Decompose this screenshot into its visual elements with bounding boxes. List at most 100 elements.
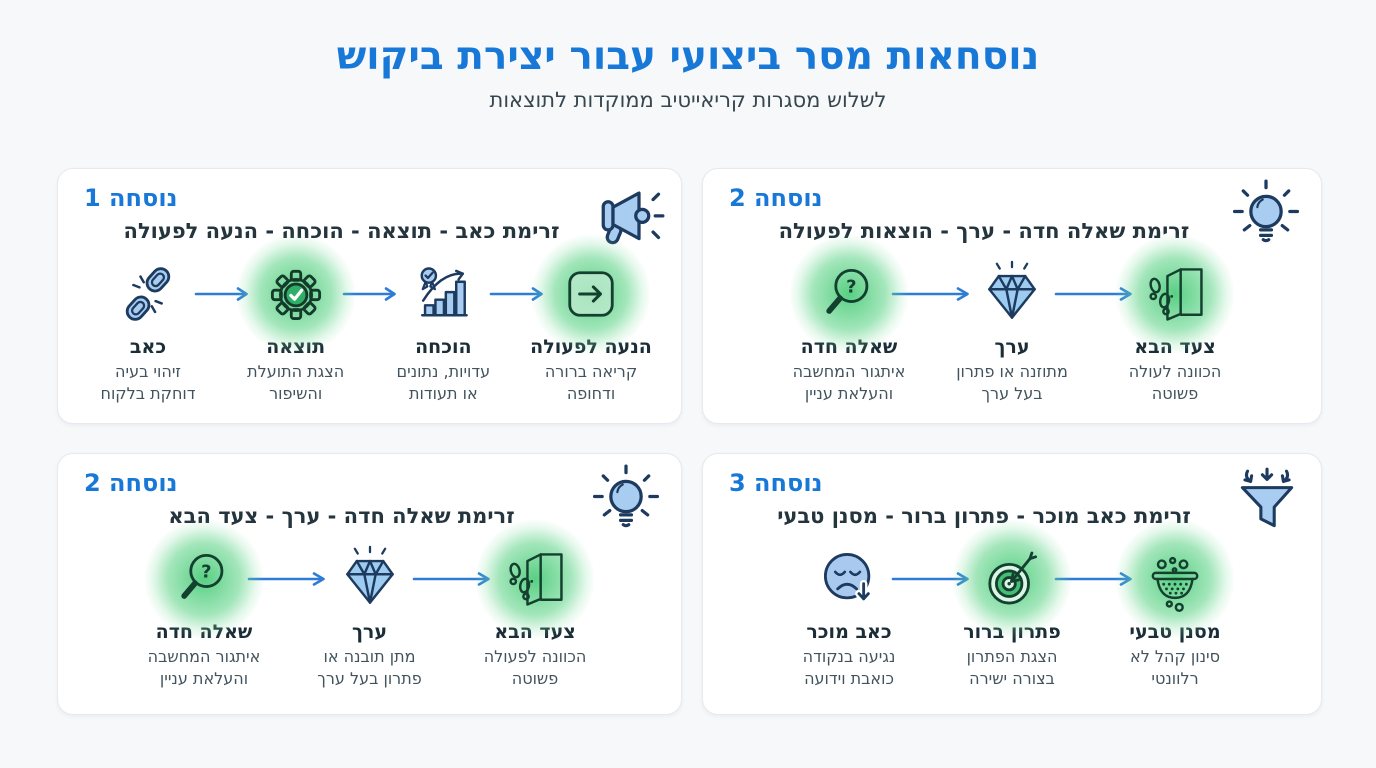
- step-desc: הכוונה לפעולה פשוטה: [484, 646, 587, 690]
- step-desc-line: הכוונה לפעולה: [483, 647, 587, 666]
- step-desc: מתן תובנה או פתרון בעל ערך: [317, 646, 421, 690]
- flow-title: זרימת כאב מוכר - פתרון ברור - מסנן טבעי: [777, 504, 1191, 528]
- step-desc: זיהוי בעיה דוחקת בלקוח: [100, 361, 195, 405]
- magnifier-question-icon: ?: [152, 538, 256, 620]
- step-desc-line: פשוטה: [511, 669, 559, 689]
- step-desc-line: בצורה ישירה: [969, 669, 1055, 689]
- cards-grid: נוסחה 1 זרימת כאב - תוצאה - הוכחה - הנעה …: [57, 168, 1322, 715]
- svg-text:?: ?: [201, 562, 211, 583]
- page-title: נוסחאות מסר ביצועי עבור יצירת ביקוש: [336, 34, 1040, 79]
- flow-arrow-icon: [412, 571, 491, 690]
- step-title: ערך: [994, 336, 1030, 358]
- broken-chain-icon: [96, 253, 200, 335]
- step-desc: עדויות, נתונים או תעודות: [397, 361, 491, 405]
- flow-arrow-icon: [1054, 286, 1132, 405]
- step-desc-line: הצגת התועלת: [247, 362, 345, 381]
- diamond-icon: [960, 253, 1064, 335]
- cta-button-icon: [539, 253, 643, 335]
- step-desc-line: זיהוי בעיה: [115, 362, 181, 381]
- step: ערך מתוזנה או פתרון בעל ערך: [936, 253, 1088, 405]
- step-desc-line: הכוונה לעולה: [1128, 362, 1222, 381]
- step: כאב מוכר נגיעה בנקודה כואבת וידועה: [773, 538, 925, 690]
- step-desc-line: כואבת וידועה: [804, 669, 894, 689]
- formula-card: נוסחה 1 זרימת כאב - תוצאה - הוכחה - הנעה …: [57, 168, 682, 424]
- step-desc: הכוונה לעולה פשוטה: [1129, 361, 1222, 405]
- flow-arrow-icon: [1054, 571, 1132, 690]
- step-desc-line: והעלאת עניין: [804, 384, 894, 404]
- footsteps-door-icon: [1123, 253, 1227, 335]
- step-title: כאב: [129, 336, 167, 358]
- step-desc: מתוזנה או פתרון בעל ערך: [956, 361, 1068, 405]
- card-label: נוסחה 3: [729, 469, 823, 497]
- flow-arrow-icon: [247, 571, 325, 690]
- sad-face-icon: [797, 538, 901, 620]
- step-title: הוכחה: [415, 336, 472, 358]
- step-desc: איתגור המחשבה והעלאת עניין: [793, 361, 906, 405]
- target-dart-icon: [960, 538, 1064, 620]
- step: כאב זיהוי בעיה דוחקת בלקוח: [86, 253, 210, 405]
- step-desc-line: או תעודות: [409, 384, 478, 404]
- step: הוכחה עדויות, נתונים או תעודות: [381, 253, 505, 405]
- flow-arrow-icon: [342, 286, 396, 405]
- step-desc-line: הצגת הפתרון: [966, 647, 1058, 666]
- colander-icon: [1123, 538, 1227, 620]
- step-desc-line: ודחופה: [566, 384, 616, 404]
- step-desc-line: בעל ערך: [981, 384, 1043, 404]
- step-desc-line: פתרון בעל ערך: [317, 669, 422, 689]
- step-desc-line: איתגור המחשבה: [792, 362, 906, 381]
- step-desc-line: קריאה ברורה: [544, 362, 638, 381]
- step-desc-line: איתגור המחשבה: [147, 647, 261, 666]
- step-desc: הצגת התועלת והשיפור: [247, 361, 344, 405]
- step-desc-line: והשיפור: [269, 384, 323, 404]
- card-label: נוסחה 2: [729, 184, 823, 212]
- step-desc: נגיעה בנקודה כואבת וידועה: [803, 646, 896, 690]
- megaphone-icon: [587, 179, 665, 257]
- step-desc-line: והעלאת עניין: [159, 669, 249, 689]
- flow-arrow-icon: [489, 286, 543, 405]
- award-chart-icon: [391, 253, 495, 335]
- step-desc-line: רלוונטי: [1151, 669, 1199, 689]
- funnel-icon: [1227, 464, 1305, 542]
- lightbulb-icon: [1227, 179, 1305, 257]
- flow-arrow-icon: [194, 286, 248, 405]
- card-label: נוסחה 2: [84, 469, 178, 497]
- step-desc-line: מתן תובנה או: [323, 647, 416, 666]
- step-desc: איתגור המחשבה והעלאת עניין: [148, 646, 261, 690]
- page-subtitle: לשלוש מסגרות קריאייטיב ממוקדות לתוצאות: [489, 88, 887, 112]
- step-desc-line: מתוזנה או פתרון: [956, 362, 1068, 381]
- step-desc-line: פשוטה: [1151, 384, 1199, 404]
- step-desc-line: עדויות, נתונים: [396, 362, 491, 381]
- flow-title: זרימת כאב - תוצאה - הוכחה - הנעה לפעולה: [123, 219, 560, 243]
- step-desc-line: דוחקת בלקוח: [100, 384, 196, 404]
- footsteps-door-icon: [483, 538, 587, 620]
- svg-text:?: ?: [846, 277, 856, 298]
- step-desc-line: נגיעה בנקודה: [802, 647, 896, 666]
- formula-card: נוסחה 3 זרימת כאב מוכר - פתרון ברור - מסנ…: [702, 453, 1322, 715]
- step-title: כאב מוכר: [806, 621, 892, 643]
- flow-arrow-icon: [891, 571, 969, 690]
- card-label: נוסחה 1: [84, 184, 178, 212]
- gear-check-icon: [244, 253, 348, 335]
- diamond-icon: [318, 538, 422, 620]
- magnifier-question-icon: ?: [797, 253, 901, 335]
- lightbulb-icon: [587, 464, 665, 542]
- step-desc: קריאה ברורה ודחופה: [545, 361, 637, 405]
- step-desc: הצגת הפתרון בצורה ישירה: [967, 646, 1058, 690]
